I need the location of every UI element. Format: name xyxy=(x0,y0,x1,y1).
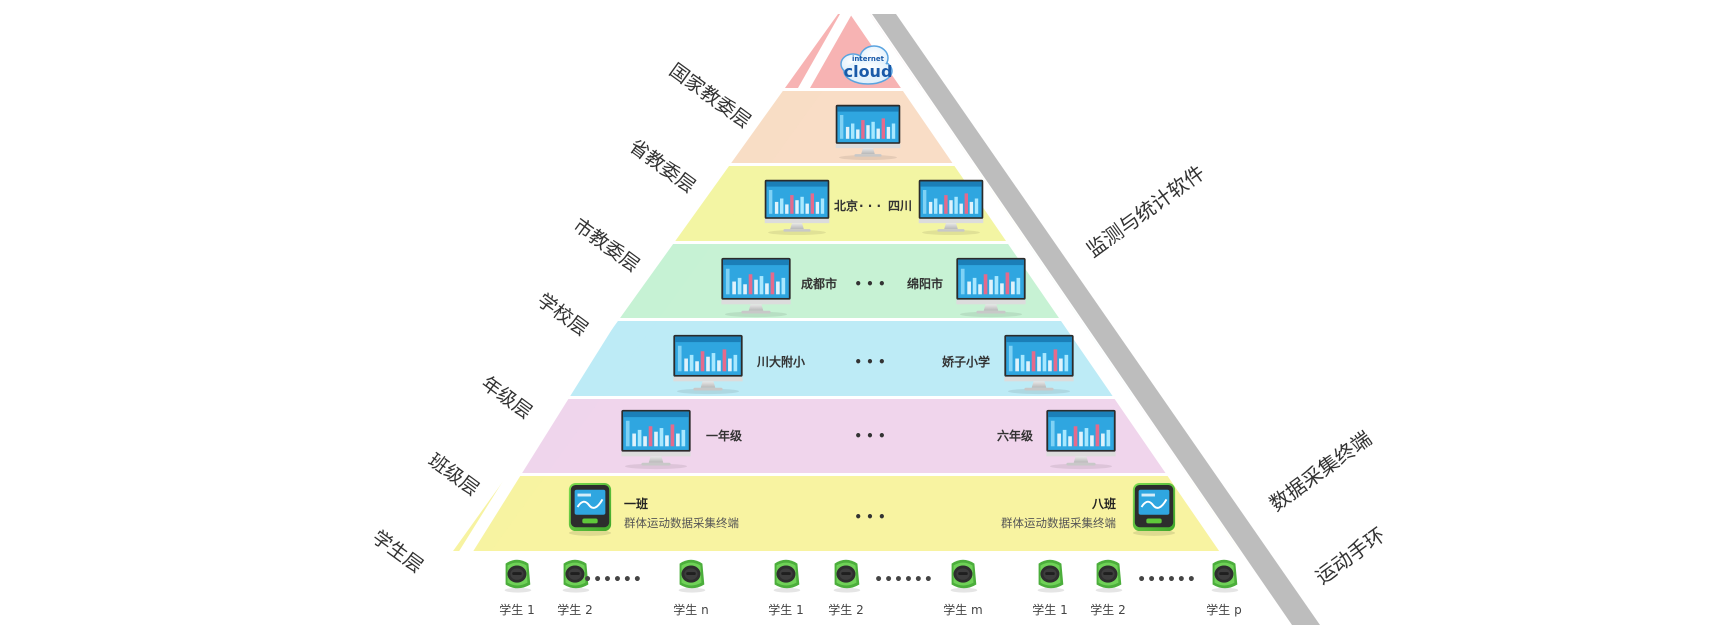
wristband-icon xyxy=(1095,559,1123,593)
student-label: 学生 1 xyxy=(1032,602,1067,617)
level-label: 班级层 xyxy=(424,449,483,500)
city-left-label: 成都市 xyxy=(801,276,837,291)
gray-software-band xyxy=(872,14,1320,625)
wristband-icon xyxy=(1211,559,1239,593)
student-label: 学生 2 xyxy=(1090,602,1125,617)
cloud-icon: internet cloud xyxy=(840,45,893,85)
side-label-band: 运动手环 xyxy=(1311,523,1390,589)
level-label: 学生层 xyxy=(368,526,427,577)
grade-left-label: 一年级 xyxy=(706,428,742,443)
level-band-body xyxy=(547,399,1184,473)
student-row: 学生 1 学生 2 学生 n •••••• 学生 1 学生 2 学生 m •••••• 学生 1… xyxy=(499,559,1242,617)
class-right-title: 八班 xyxy=(1091,496,1116,511)
student-label: 学生 1 xyxy=(768,602,803,617)
student-dots: •••••• xyxy=(1137,572,1197,588)
side-label-terminal: 数据采集终端 xyxy=(1265,426,1376,516)
school-right-label: 娇子小学 xyxy=(941,354,990,369)
terminal-icon xyxy=(1131,482,1177,536)
cloud-main-text: cloud xyxy=(844,62,893,81)
level-label: 国家教委层 xyxy=(665,59,755,133)
grade-dots: • • • xyxy=(854,429,885,443)
wristband-icon xyxy=(1037,559,1065,593)
grade-right-label: 六年级 xyxy=(997,428,1033,443)
wristband-icon xyxy=(833,559,861,593)
level-label: 年级层 xyxy=(477,372,536,423)
right-gap xyxy=(850,14,1290,625)
student-label: 学生 p xyxy=(1206,602,1241,617)
left-separator xyxy=(414,10,808,625)
student-label: 学生 m xyxy=(943,602,983,617)
province-dots: · · · xyxy=(859,199,881,213)
level-band-body xyxy=(491,476,1238,551)
class-left-subtitle: 群体运动数据采集终端 xyxy=(624,516,739,530)
level-label: 省教委层 xyxy=(625,135,699,197)
wristband-icon xyxy=(950,559,978,593)
wristband-icon xyxy=(678,559,706,593)
level-label: 学校层 xyxy=(533,289,592,340)
level-label: 市教委层 xyxy=(569,214,643,276)
city-right-label: 绵阳市 xyxy=(907,276,943,291)
province-left-label: 北京 xyxy=(834,198,858,213)
student-dots: •••••• xyxy=(583,572,643,588)
side-label-software: 监测与统计软件 xyxy=(1082,160,1209,262)
student-dots: •••••• xyxy=(874,572,934,588)
school-dots: • • • xyxy=(854,355,885,369)
student-label: 学生 2 xyxy=(828,602,863,617)
wristband-icon xyxy=(773,559,801,593)
city-dots: • • • xyxy=(854,277,885,291)
wristband-icon xyxy=(504,559,532,593)
province-right-label: 四川 xyxy=(888,199,912,213)
cloud-top-text: internet xyxy=(852,55,885,63)
pyramid-level-bands xyxy=(453,14,1240,551)
class-left-title: 一班 xyxy=(624,496,648,511)
student-label: 学生 1 xyxy=(499,602,534,617)
apex-notch xyxy=(798,14,852,88)
terminal-icon xyxy=(567,482,613,536)
student-label: 学生 n xyxy=(673,602,708,617)
class-dots: • • • xyxy=(854,510,885,524)
class-right-subtitle: 群体运动数据采集终端 xyxy=(1001,516,1116,530)
school-left-label: 川大附小 xyxy=(756,354,805,369)
student-label: 学生 2 xyxy=(557,602,592,617)
